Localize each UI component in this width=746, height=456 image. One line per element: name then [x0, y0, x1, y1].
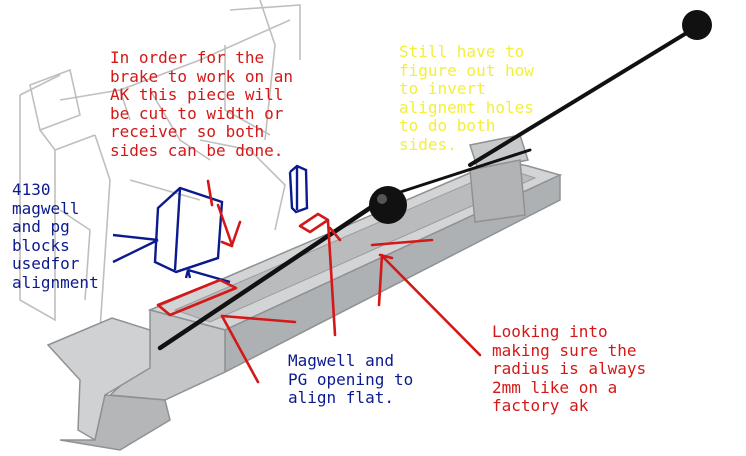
middle-knob	[369, 186, 407, 224]
annotation-line: magwell	[12, 198, 80, 218]
annotation-line: 2mm like on a	[492, 377, 618, 397]
annotation-line: receiver so both	[110, 122, 265, 141]
background-sketch	[19, 0, 301, 346]
annotation-line: to invert	[399, 79, 486, 98]
annotation-line: factory ak	[492, 396, 589, 415]
red-markup	[156, 179, 482, 384]
annotation-line: PG opening to	[288, 369, 414, 389]
annotation-line: Looking into	[492, 322, 608, 341]
annotation-line: Magwell and	[288, 351, 394, 370]
annotation-line: radius is always	[492, 359, 647, 378]
annotation-line: sides can be done.	[110, 140, 284, 160]
annotation-line: sides.	[399, 134, 457, 154]
knob-highlight	[377, 194, 387, 204]
annotation-line: usedfor	[12, 254, 80, 273]
annotation-line: Still have to	[399, 42, 525, 61]
annotation-line: alignment	[12, 272, 99, 292]
annotation-line: figure out how	[399, 60, 534, 80]
brake-rods	[157, 24, 700, 351]
upper-knob	[682, 10, 712, 40]
alignment-blocks-drawing	[112, 164, 309, 284]
annotation-line: brake to work on an	[110, 66, 294, 86]
annotation-line: AK this piece will	[110, 85, 284, 104]
annotation-line: blocks	[12, 235, 70, 255]
annotation-line: align flat.	[288, 388, 394, 407]
annotation-line: making sure the	[492, 340, 637, 360]
annotation-line: to do both	[399, 116, 496, 135]
annotation-line: 4130	[12, 180, 51, 199]
annotation-line: In order for the	[110, 48, 265, 67]
annotation-line: alignemt holes	[399, 97, 534, 117]
annotation-line: and pg	[12, 217, 70, 236]
annotation-line: be cut to width or	[110, 103, 284, 123]
